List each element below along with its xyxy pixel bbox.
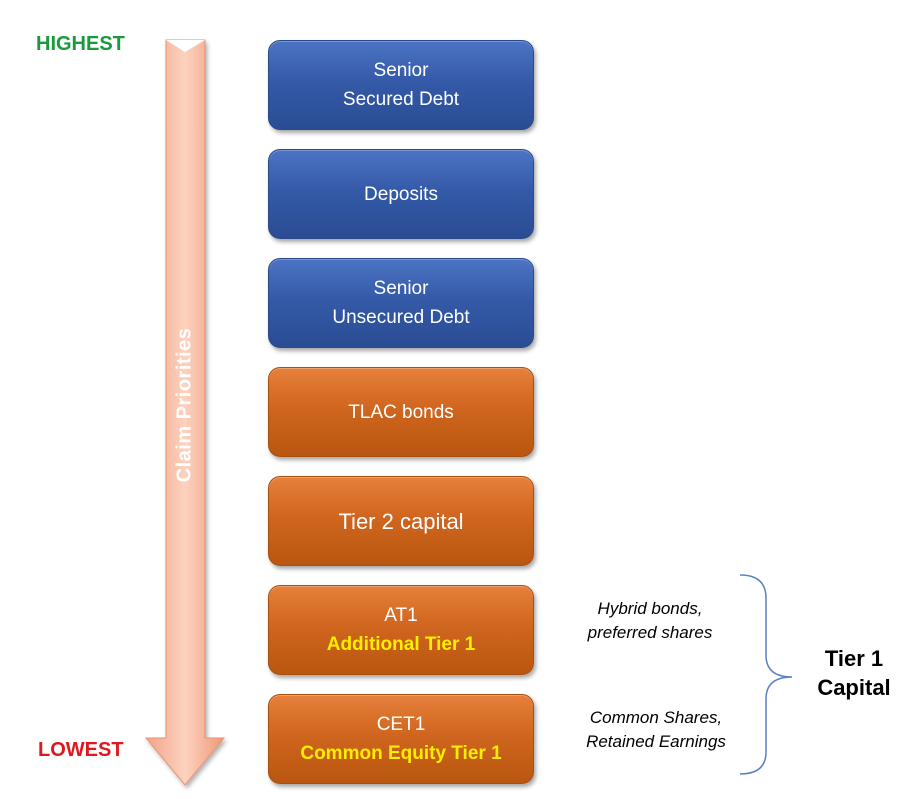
block-subtitle: Unsecured Debt	[332, 307, 470, 328]
block-cet1: CET1 Common Equity Tier 1	[268, 694, 534, 784]
tier1-line: Capital	[817, 675, 891, 700]
block-title: Tier 2 capital	[338, 508, 464, 534]
block-title: Senior	[373, 60, 429, 81]
note-line: Retained Earnings	[586, 732, 726, 751]
tier1-line: Tier 1	[824, 646, 884, 671]
note-line: preferred shares	[587, 623, 713, 642]
block-title: AT1	[384, 605, 418, 626]
block-title: Deposits	[364, 183, 438, 205]
at1-note: Hybrid bonds, preferred shares	[575, 597, 725, 645]
block-subtitle: Common Equity Tier 1	[300, 743, 502, 764]
note-line: Common Shares,	[589, 708, 723, 727]
cet1-note: Common Shares, Retained Earnings	[572, 706, 740, 754]
block-title: CET1	[376, 714, 426, 735]
tier1-capital-label: Tier 1 Capital	[808, 644, 900, 702]
block-deposits: Deposits	[268, 149, 534, 239]
arrow-shaft	[144, 39, 226, 786]
block-subtitle: Additional Tier 1	[326, 634, 476, 655]
note-line: Hybrid bonds,	[597, 599, 703, 618]
block-senior-unsecured-debt: Senior Unsecured Debt	[268, 258, 534, 348]
arrow-top-notch	[166, 40, 205, 52]
block-title: TLAC bonds	[348, 401, 454, 423]
block-subtitle: Secured Debt	[342, 89, 460, 110]
block-tier2-capital: Tier 2 capital	[268, 476, 534, 566]
block-title: Senior	[373, 278, 429, 299]
highest-label: HIGHEST	[36, 33, 125, 55]
lowest-label: LOWEST	[38, 739, 124, 761]
block-at1: AT1 Additional Tier 1	[268, 585, 534, 675]
block-tlac-bonds: TLAC bonds	[268, 367, 534, 457]
block-senior-secured-debt: Senior Secured Debt	[268, 40, 534, 130]
